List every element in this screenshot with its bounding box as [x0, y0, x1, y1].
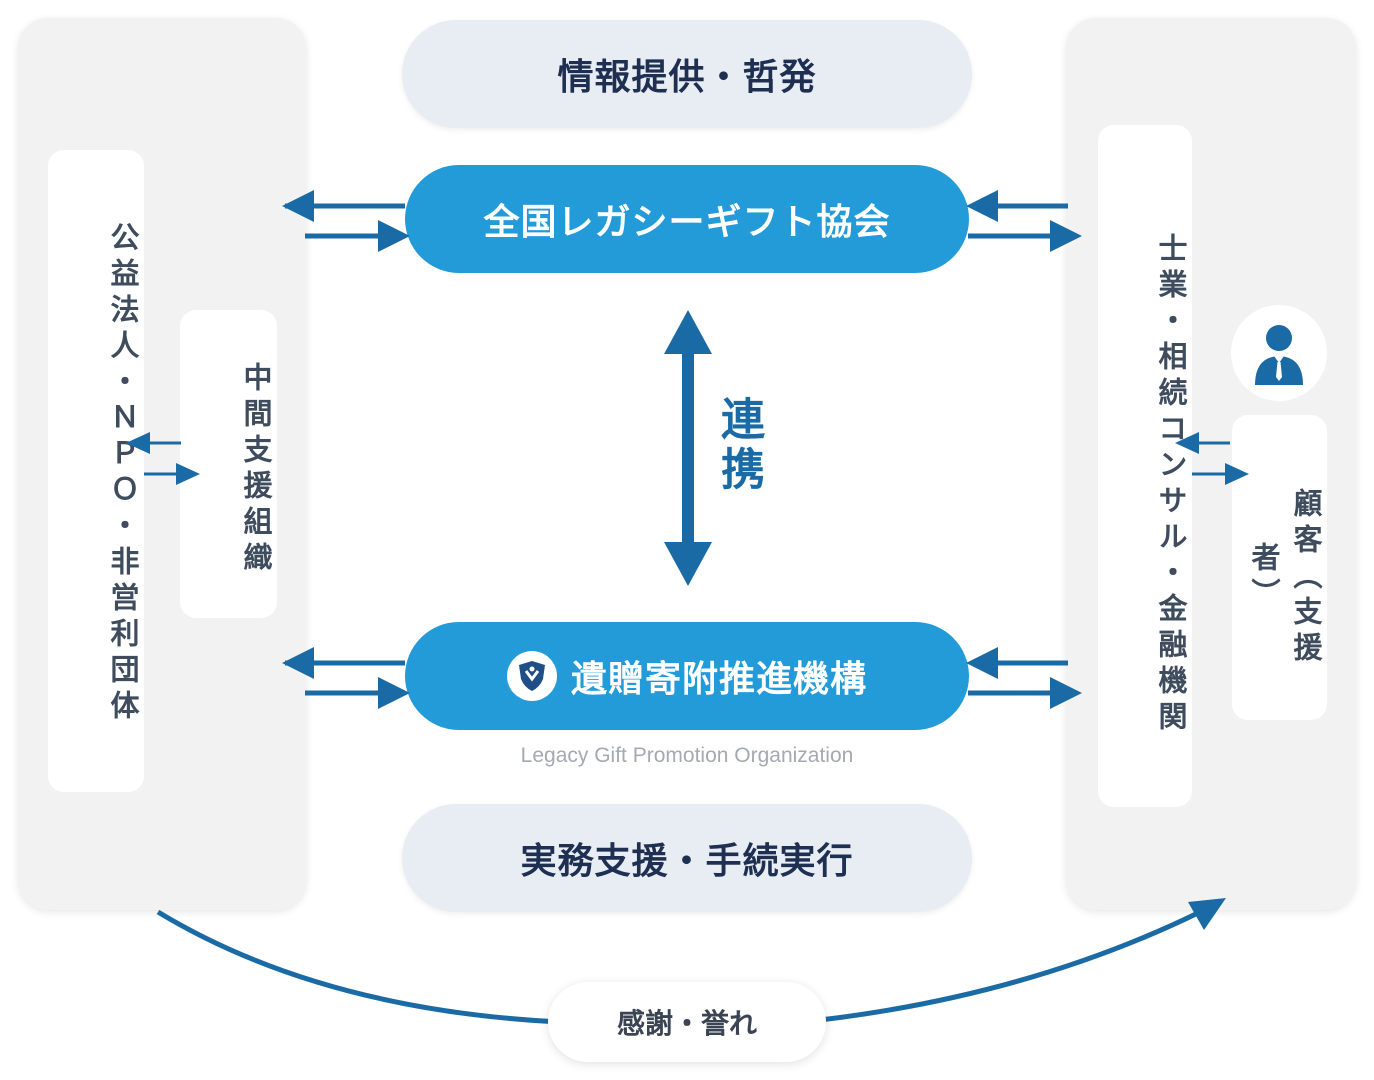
- organization-left-arrows: [282, 647, 410, 709]
- collaboration-label: 連携: [713, 396, 764, 496]
- intermediary-label: 中間支援組織: [239, 362, 273, 578]
- shield-logo-icon: [518, 661, 545, 691]
- organization-right-arrows: [966, 647, 1082, 709]
- gratitude-pill: 感謝・誉れ: [548, 982, 826, 1062]
- association-right-arrows: [966, 190, 1082, 252]
- avatar: [1231, 305, 1327, 401]
- public-org-card: 公益法人・ＮＰＯ・非営利団体: [48, 150, 144, 792]
- association-left-arrows: [282, 190, 410, 252]
- organization-subtitle: Legacy Gift Promotion Organization: [520, 744, 854, 767]
- intermediary-arrows: [126, 432, 200, 485]
- gratitude-curve-arrow: [156, 898, 1226, 1025]
- client-label: 顧客︵支援者︶: [1247, 488, 1323, 668]
- organization-logo: [506, 651, 557, 701]
- practical-support-label: 実務支援・手続実行: [520, 841, 854, 882]
- intermediary-card: 中間支援組織: [180, 310, 277, 618]
- info-provision-pill: 情報提供・哲発: [402, 20, 972, 128]
- collaboration-double-arrow: [664, 310, 712, 586]
- public-org-label: 公益法人・ＮＰＯ・非営利団体: [106, 222, 140, 726]
- client-card: 顧客︵支援者︶: [1232, 415, 1327, 720]
- association-pill: 全国レガシーギフト協会: [405, 165, 969, 273]
- professionals-card: 士業・相続コンサル・金融機関: [1098, 125, 1192, 807]
- client-arrows: [1175, 432, 1249, 485]
- gratitude-label: 感謝・誉れ: [616, 1007, 757, 1040]
- info-provision-label: 情報提供・哲発: [557, 57, 817, 98]
- organization-label: 遺贈寄附推進機構: [570, 659, 867, 700]
- practical-support-pill: 実務支援・手続実行: [402, 804, 972, 912]
- association-label: 全国レガシーギフト協会: [483, 202, 891, 243]
- professionals-label: 士業・相続コンサル・金融機関: [1154, 233, 1188, 737]
- person-icon: [1255, 325, 1303, 385]
- organization-pill: 遺贈寄附推進機構: [405, 622, 969, 730]
